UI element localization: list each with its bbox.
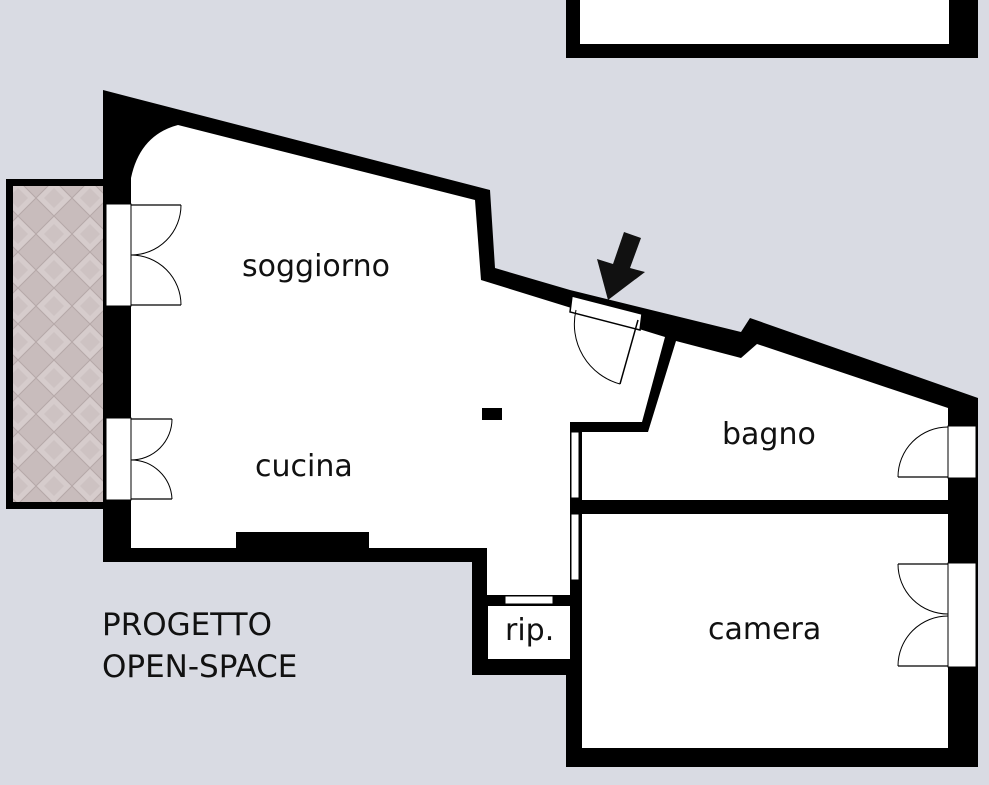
neighbor-unit bbox=[566, 0, 978, 58]
ripostiglio-door bbox=[504, 595, 554, 605]
camera-floor bbox=[582, 514, 948, 748]
bagno-floor bbox=[582, 341, 948, 500]
label-bagno: bagno bbox=[722, 417, 816, 452]
balcony bbox=[6, 179, 106, 509]
note-line-2: OPEN-SPACE bbox=[102, 649, 297, 685]
note-line-1: PROGETTO bbox=[102, 607, 272, 643]
bagno-door-frame bbox=[570, 431, 580, 499]
bagno-window bbox=[897, 425, 977, 479]
window-upper bbox=[105, 203, 182, 307]
partition-stub bbox=[482, 408, 502, 420]
label-camera: camera bbox=[708, 612, 821, 647]
camera-window bbox=[897, 562, 977, 668]
label-ripostiglio: rip. bbox=[505, 613, 554, 648]
window-lower bbox=[105, 417, 173, 501]
camera-door-frame bbox=[570, 513, 580, 581]
label-cucina: cucina bbox=[255, 449, 353, 484]
corridor-floor-b bbox=[488, 420, 570, 595]
entrance-arrow-icon bbox=[597, 232, 645, 300]
ripostiglio-floor bbox=[488, 606, 570, 659]
kitchen-counter bbox=[236, 532, 369, 548]
entrance-door bbox=[569, 295, 643, 385]
label-soggiorno: soggiorno bbox=[242, 249, 390, 284]
